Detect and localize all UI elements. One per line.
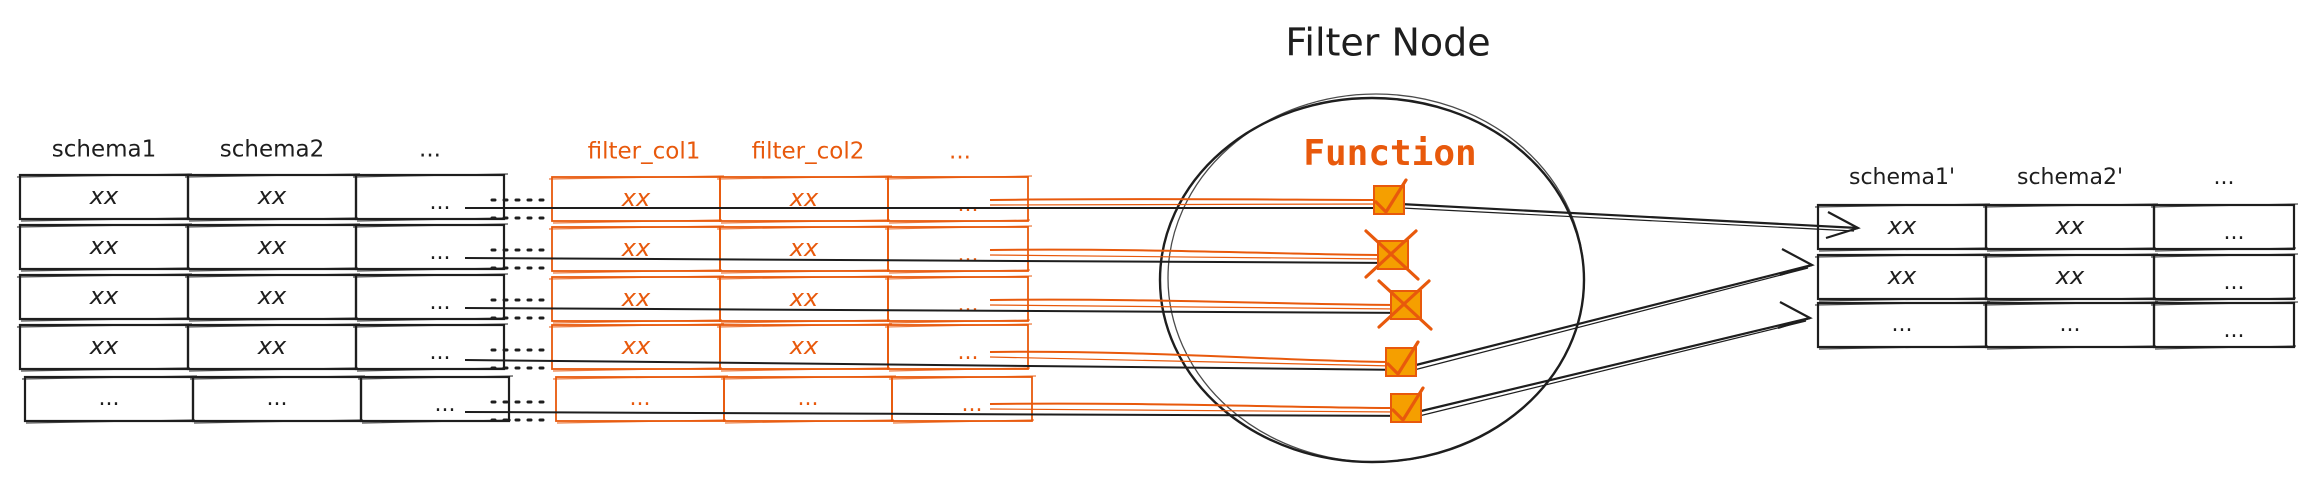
cell-value: xx (257, 332, 287, 360)
filter-table: filter_col1 filter_col2... xx xx... xx xx... x… (548, 139, 1037, 424)
table-cell (888, 375, 1037, 424)
table-row: xx xx... (16, 323, 509, 372)
cell-value: xx (621, 332, 651, 360)
cell-value: xx (89, 332, 119, 360)
table-cell (352, 173, 509, 222)
cell-value: ... (2224, 220, 2245, 245)
table-row: xx xx... (1814, 253, 2299, 302)
cell-value: xx (1887, 212, 1917, 240)
input-table-header-1: schema1 (52, 137, 157, 163)
cell-value: ... (2060, 312, 2081, 337)
cell-value: xx (257, 282, 287, 310)
table-row: xx xx... (548, 323, 1033, 372)
cell-value: xx (2055, 262, 2085, 290)
filter-table-header-3: ... (949, 139, 971, 165)
cross-icon (1364, 229, 1420, 281)
row-arrow (464, 248, 1815, 371)
cell-value: xx (621, 284, 651, 312)
cell-value: ... (962, 392, 983, 417)
cell-value: xx (789, 332, 819, 360)
output-table: schema1' schema2'... xx xx... xx xx..........… (1814, 165, 2299, 350)
output-table-header-3: ... (2214, 165, 2235, 190)
cell-value: ... (430, 290, 451, 315)
cell-value: ... (958, 242, 979, 267)
check-icon (1385, 340, 1420, 377)
row-arrow (464, 301, 1813, 417)
cell-value: xx (89, 232, 119, 260)
check-icon (1373, 178, 1408, 215)
output-table-header-1: schema1' (1849, 165, 1955, 190)
cell-value: ... (430, 340, 451, 365)
table-row: xx xx... (548, 275, 1033, 324)
cell-value: ... (430, 240, 451, 265)
table-cell (352, 323, 509, 372)
cell-value: ... (630, 386, 651, 411)
cell-value: ... (958, 340, 979, 365)
function-label: Function (1303, 133, 1476, 174)
table-row: xx xx... (16, 273, 509, 322)
cell-value: ... (267, 386, 288, 411)
check-icon (1390, 386, 1425, 423)
cell-value: ... (2224, 318, 2245, 343)
cell-value: xx (789, 234, 819, 262)
table-cell (352, 273, 509, 322)
filter-node-ellipse (1158, 93, 1586, 464)
table-row: xx xx... (548, 225, 1033, 274)
row-arrow (464, 248, 1403, 264)
cell-value: ... (798, 386, 819, 411)
input-table-header-2: schema2 (220, 137, 325, 163)
cell-value: ... (435, 392, 456, 417)
filter-table-header-2: filter_col2 (752, 139, 865, 165)
table-cell (884, 323, 1033, 372)
cell-value: xx (257, 182, 287, 210)
cell-value: ... (958, 192, 979, 217)
table-cell (2150, 253, 2299, 302)
cell-value: xx (789, 284, 819, 312)
table-cell (357, 375, 514, 424)
cell-value: xx (1887, 262, 1917, 290)
table-cell (2150, 301, 2299, 350)
filter-table-header-1: filter_col1 (588, 139, 701, 165)
diagram-title: Filter Node (1285, 21, 1490, 65)
row-arrow (464, 198, 1861, 240)
table-cell (352, 223, 509, 272)
input-table-header-3: ... (419, 137, 441, 163)
cell-value: ... (2224, 270, 2245, 295)
cell-value: xx (89, 182, 119, 210)
table-row: xx xx... (1814, 203, 2299, 252)
row-arrow (464, 298, 1416, 314)
cell-value: xx (257, 232, 287, 260)
output-table-header-2: schema2' (2017, 165, 2123, 190)
cell-value: ... (430, 190, 451, 215)
cell-value: xx (621, 234, 651, 262)
cell-value: xx (89, 282, 119, 310)
table-row: ......... (21, 375, 514, 424)
table-cell (2150, 203, 2299, 252)
cell-value: xx (2055, 212, 2085, 240)
table-row: xx xx... (16, 223, 509, 272)
table-row: ......... (1814, 301, 2299, 350)
table-row: xx xx... (16, 173, 509, 222)
cross-icon (1377, 279, 1433, 331)
cell-value: ... (1892, 312, 1913, 337)
cell-value: ... (958, 292, 979, 317)
cell-value: ... (99, 386, 120, 411)
table-row: ......... (552, 375, 1037, 424)
